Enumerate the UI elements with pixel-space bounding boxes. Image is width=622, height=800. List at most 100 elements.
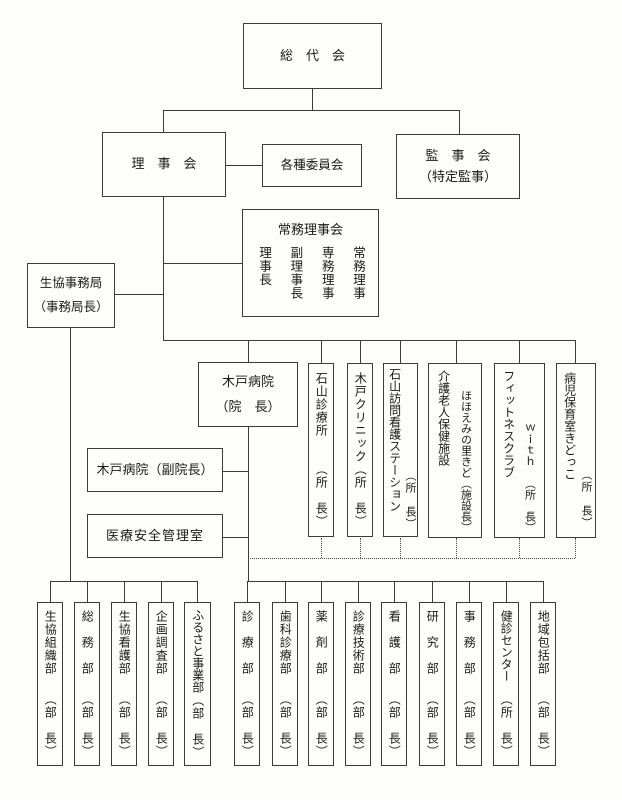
connector-top-horizontal (163, 110, 460, 111)
dept-suffix: （部 長） (154, 693, 169, 758)
stub-facility-5 (519, 340, 520, 363)
dept-name: 企画調査部 (154, 610, 169, 675)
box-kakushu-iinkai-label: 各種委員会 (280, 157, 344, 172)
box-dept-seikyo-kango: 生協看護部 （部 長） (111, 602, 137, 766)
box-dept-shinryo: 診 療 部 （部 長） (234, 602, 260, 766)
dept-suffix: （部 長） (536, 693, 551, 758)
box-kaigo-rojin-hoken-shisetsu: 介護老人保健施設 ほほえみの里きど （施設長） (428, 363, 482, 538)
box-dept-kenkyu: 研 究 部 （部 長） (419, 602, 445, 766)
stub-facility-4 (456, 340, 457, 363)
dept-suffix: （部 長） (240, 693, 255, 758)
box-kakushu-iinkai: 各種委員会 (262, 144, 362, 187)
facility-suffix: （所 長） (580, 469, 592, 529)
dotted-horizontal (248, 558, 575, 559)
dept-name: 薬 剤 部 (314, 610, 329, 675)
box-kanjikai-line2: （特定監事） (418, 168, 497, 184)
box-seikyo-jimukyoku-line2: （事務局長） (33, 299, 109, 314)
box-dept-shinryo-gijutsu: 診療技術部 （部 長） (345, 602, 371, 766)
box-dept-kango: 看 護 部 （部 長） (381, 602, 407, 766)
facility-suffix: （施設長） (459, 478, 472, 533)
stub-dept-right-4 (358, 581, 359, 602)
connector-jimukyoku-trunk (115, 294, 163, 295)
connector-jimukyoku-down (70, 328, 71, 581)
box-soudaikai: 総 代 会 (243, 23, 382, 89)
stub-dept-right-7 (469, 581, 470, 602)
facility-name: フィットネスクラブ (501, 370, 516, 478)
dept-suffix: （部 長） (387, 693, 402, 758)
connector-trunk-jomu (163, 263, 242, 264)
dept-name: 診療技術部 (351, 610, 366, 675)
stub-dept-right-3 (321, 581, 322, 602)
dotted-stub-3 (400, 538, 401, 558)
box-jomu-rijikai: 常務理事会 理事長 副理事長 専務理事 常務理事 (242, 209, 379, 317)
box-ishiyama-houmon-kango: 石山訪問看護ステーション （所 長） (383, 363, 418, 537)
facility-name2: ｗｉｔｈ (523, 422, 536, 466)
connector-trunk-vertical (163, 197, 164, 340)
connector-to-rijikai (163, 110, 164, 132)
box-dept-yakuzai: 薬 剤 部 （部 長） (308, 602, 334, 766)
stub-dept-left-4 (161, 581, 162, 602)
stub-dept-right-9 (543, 581, 544, 602)
box-kido-fukuincho-label: 木戸病院（副院長） (96, 461, 214, 477)
box-jomu-rijikai-title: 常務理事会 (277, 222, 343, 237)
dept-name: ふるさと事業部 (190, 609, 205, 693)
box-kanjikai: 監 事 会 （特定監事） (396, 134, 520, 199)
box-dept-chiiki-hokatsu: 地域包括部 （部 長） (530, 602, 556, 766)
stub-dept-left-5 (197, 581, 198, 602)
dept-suffix: （部 長） (425, 693, 440, 758)
dept-name: 歯科診療部 (278, 610, 293, 675)
box-byouji-hoikushitsu-kidokko: 病児保育室きどっこ （所 長） (556, 363, 596, 538)
dept-suffix: （部 長） (117, 693, 132, 758)
box-ishiyama-shinryojo: 石山診療所 （所 長） (308, 363, 334, 537)
box-dept-jimu: 事 務 部 （部 長） (456, 602, 482, 766)
dept-name: 診 療 部 (240, 610, 255, 675)
box-seikyo-jimukyoku: 生協事務局 （事務局長） (27, 263, 115, 328)
dotted-stub-5 (519, 538, 520, 558)
box-kido-hospital-line1: 木戸病院 (221, 373, 274, 389)
jomu-roles: 理事長 副理事長 専務理事 常務理事 (257, 246, 365, 306)
box-rijikai-label: 理 事 会 (131, 156, 197, 172)
connector-to-kanjikai (459, 110, 460, 134)
dept-suffix: （部 長） (80, 693, 95, 758)
dept-suffix: （部 長） (190, 694, 205, 759)
facility-suffix: （所 長） (314, 463, 329, 528)
stub-dept-right-2 (285, 581, 286, 602)
dotted-stub-2 (360, 538, 361, 558)
connector-left-group-horizontal (50, 581, 197, 582)
dept-suffix: （所 長） (499, 693, 514, 758)
stub-dept-right-1 (247, 581, 248, 602)
box-seikyo-jimukyoku-line1: 生協事務局 (39, 275, 103, 290)
connector-right-group-horizontal (247, 581, 543, 582)
stub-dept-left-1 (50, 581, 51, 602)
dept-suffix: （部 長） (278, 693, 293, 758)
box-kido-hospital: 木戸病院 （院 長） (198, 362, 298, 427)
dotted-stub-1 (321, 538, 322, 558)
dept-name: 研 究 部 (425, 610, 440, 675)
box-dept-furusato-jigyo: ふるさと事業部 （部 長） (184, 602, 211, 766)
connector-anzen (223, 537, 248, 538)
facility-name: 木戸クリニック (353, 372, 368, 463)
stub-dept-left-2 (87, 581, 88, 602)
connector-rijikai-iinkai (226, 165, 262, 166)
box-anzen-kanri-label: 医療安全管理室 (105, 527, 204, 543)
connector-fukuincho (223, 471, 248, 472)
box-dept-kikaku-chosa: 企画調査部 （部 長） (148, 602, 174, 766)
box-anzen-kanri: 医療安全管理室 (87, 514, 223, 558)
facility-suffix: （所 長） (523, 478, 536, 533)
stub-dept-right-6 (432, 581, 433, 602)
dept-suffix: （部 長） (314, 693, 329, 758)
stub-dept-right-5 (394, 581, 395, 602)
box-fitness-club-with: フィットネスクラブ ｗｉｔｈ （所 長） (494, 363, 545, 538)
role-jomu-riji: 常務理事 (350, 246, 365, 300)
facility-name: 石山診療所 (314, 372, 329, 437)
stub-facility-6 (575, 340, 576, 363)
connector-soudaikai-down (312, 89, 313, 110)
box-dept-shika-shinryo: 歯科診療部 （部 長） (272, 602, 298, 766)
box-kido-clinic: 木戸クリニック （所 長） (347, 363, 373, 537)
stub-dept-left-3 (124, 581, 125, 602)
role-senmu-riji: 専務理事 (319, 246, 334, 300)
stub-facility-2 (360, 340, 361, 363)
dept-name: 健診センター (499, 610, 514, 682)
stub-kido-hospital (248, 340, 249, 362)
